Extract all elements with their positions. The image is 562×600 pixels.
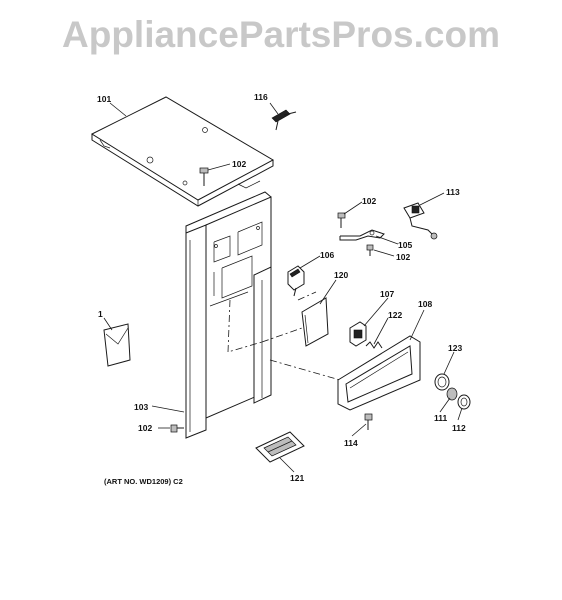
part-122-spring-clip[interactable] xyxy=(365,341,383,349)
label-116: 116 xyxy=(254,92,268,102)
part-112-knob[interactable] xyxy=(457,394,471,410)
label-114: 114 xyxy=(344,438,358,448)
label-102-top: 102 xyxy=(232,159,246,169)
label-102-left: 102 xyxy=(138,423,152,433)
part-121-display-board[interactable] xyxy=(255,431,305,463)
leader-lines xyxy=(103,102,463,473)
label-112: 112 xyxy=(452,423,466,433)
label-123: 123 xyxy=(448,343,462,353)
part-113-thermostat[interactable] xyxy=(403,202,438,240)
part-102-screw-left[interactable] xyxy=(170,424,184,433)
part-103-cabinet-frame[interactable] xyxy=(185,191,272,439)
label-103: 103 xyxy=(134,402,148,412)
part-120-cover[interactable] xyxy=(301,297,329,347)
label-113: 113 xyxy=(446,187,460,197)
art-number: (ART NO. WD1209) C2 xyxy=(104,477,183,486)
part-105-bracket[interactable] xyxy=(339,229,385,241)
label-1: 1 xyxy=(98,309,103,319)
label-107: 107 xyxy=(380,289,394,299)
part-111-knob-shaft[interactable] xyxy=(446,387,458,401)
part-116-clip[interactable] xyxy=(271,109,297,131)
label-120: 120 xyxy=(334,270,348,280)
part-114-screw[interactable] xyxy=(364,413,373,430)
part-101-top-plate[interactable] xyxy=(90,96,275,207)
label-102-right: 102 xyxy=(396,252,410,262)
part-102-screw-right[interactable] xyxy=(366,244,374,256)
label-102-mid: 102 xyxy=(362,196,376,206)
label-105: 105 xyxy=(398,240,412,250)
part-123-knob-ring[interactable] xyxy=(434,373,450,391)
watermark-logo: AppliancePartsPros.com xyxy=(62,14,500,55)
part-102-screw-top[interactable] xyxy=(199,167,209,186)
label-101: 101 xyxy=(97,94,111,104)
label-108: 108 xyxy=(418,299,432,309)
label-111: 111 xyxy=(434,413,448,423)
label-121: 121 xyxy=(290,473,304,483)
part-107-lamp-socket[interactable] xyxy=(349,321,367,347)
part-108-control-panel[interactable] xyxy=(337,335,421,411)
part-1-manual[interactable] xyxy=(103,323,131,367)
label-122: 122 xyxy=(388,310,402,320)
part-labels: 101 116 102 113 102 105 102 106 120 107 … xyxy=(97,92,466,486)
part-102-screw-mid[interactable] xyxy=(337,212,346,228)
label-106: 106 xyxy=(320,250,334,260)
part-106-switch[interactable] xyxy=(287,265,305,297)
assembly-dash-lines xyxy=(227,291,341,381)
